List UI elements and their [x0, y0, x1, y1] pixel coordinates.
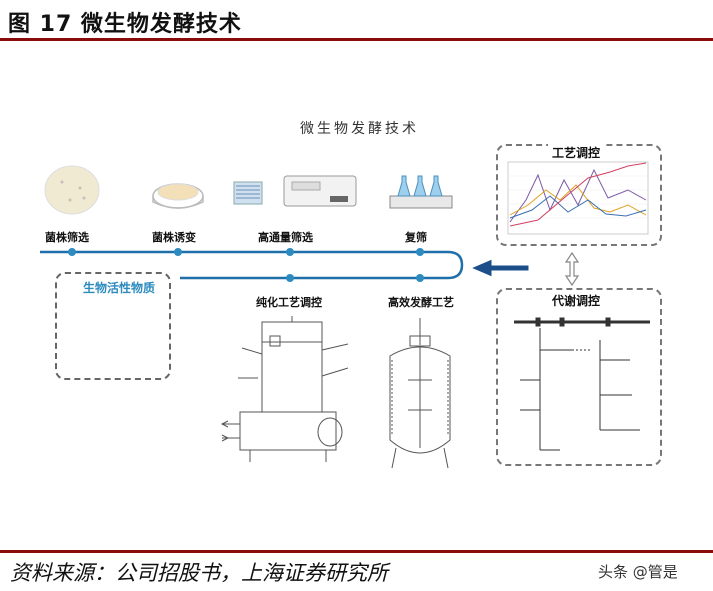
fermenter-drawing: [389, 318, 451, 469]
shaker-flasks-icon: [389, 175, 453, 209]
flow-line: [40, 250, 464, 280]
bottom-rule: [0, 550, 713, 553]
source-note: 资料来源：公司招股书，上海证券研究所: [10, 561, 388, 585]
node-mutagenesis: [174, 248, 182, 256]
process-control-chart-overlay: [507, 161, 649, 235]
step-strain-mutagenesis: 菌株诱变: [152, 231, 196, 244]
top-rule: [0, 38, 713, 41]
figure-title: 图 17 微生物发酵技术: [8, 12, 242, 37]
watermark: 头条 @管是: [598, 563, 678, 581]
process-control-title: 工艺调控: [548, 144, 605, 161]
node-fermentation: [416, 274, 424, 282]
step-efficient-fermentation: 高效发酵工艺: [388, 296, 454, 309]
plate-reader-icon: [233, 175, 357, 207]
node-highthroughput: [286, 248, 294, 256]
node-purification: [286, 274, 294, 282]
agar-plate-icon: [152, 183, 204, 209]
bioactive-substance-box: 生物活性物质: [55, 272, 171, 380]
step-high-throughput-screening: 高通量筛选: [258, 231, 313, 244]
metabolic-control-title: 代谢调控: [548, 292, 605, 309]
metabolic-control-box: 代谢调控: [496, 288, 662, 466]
node-strain-screen: [68, 248, 76, 256]
arrow-left-icon: [472, 259, 529, 277]
step-purification-control: 纯化工艺调控: [256, 296, 322, 309]
step-rescreening: 复筛: [405, 231, 427, 244]
bioactive-substance-title: 生物活性物质: [83, 281, 156, 295]
metabolic-pathway-overlay: [514, 317, 650, 451]
petri-dish-icon: [44, 165, 100, 215]
node-rescreen: [416, 248, 424, 256]
diagram-title: 微生物发酵技术: [300, 121, 419, 137]
updown-arrow-icon: [564, 251, 580, 287]
step-strain-screening: 菌株筛选: [45, 231, 89, 244]
purification-tank-drawing: [220, 316, 349, 462]
